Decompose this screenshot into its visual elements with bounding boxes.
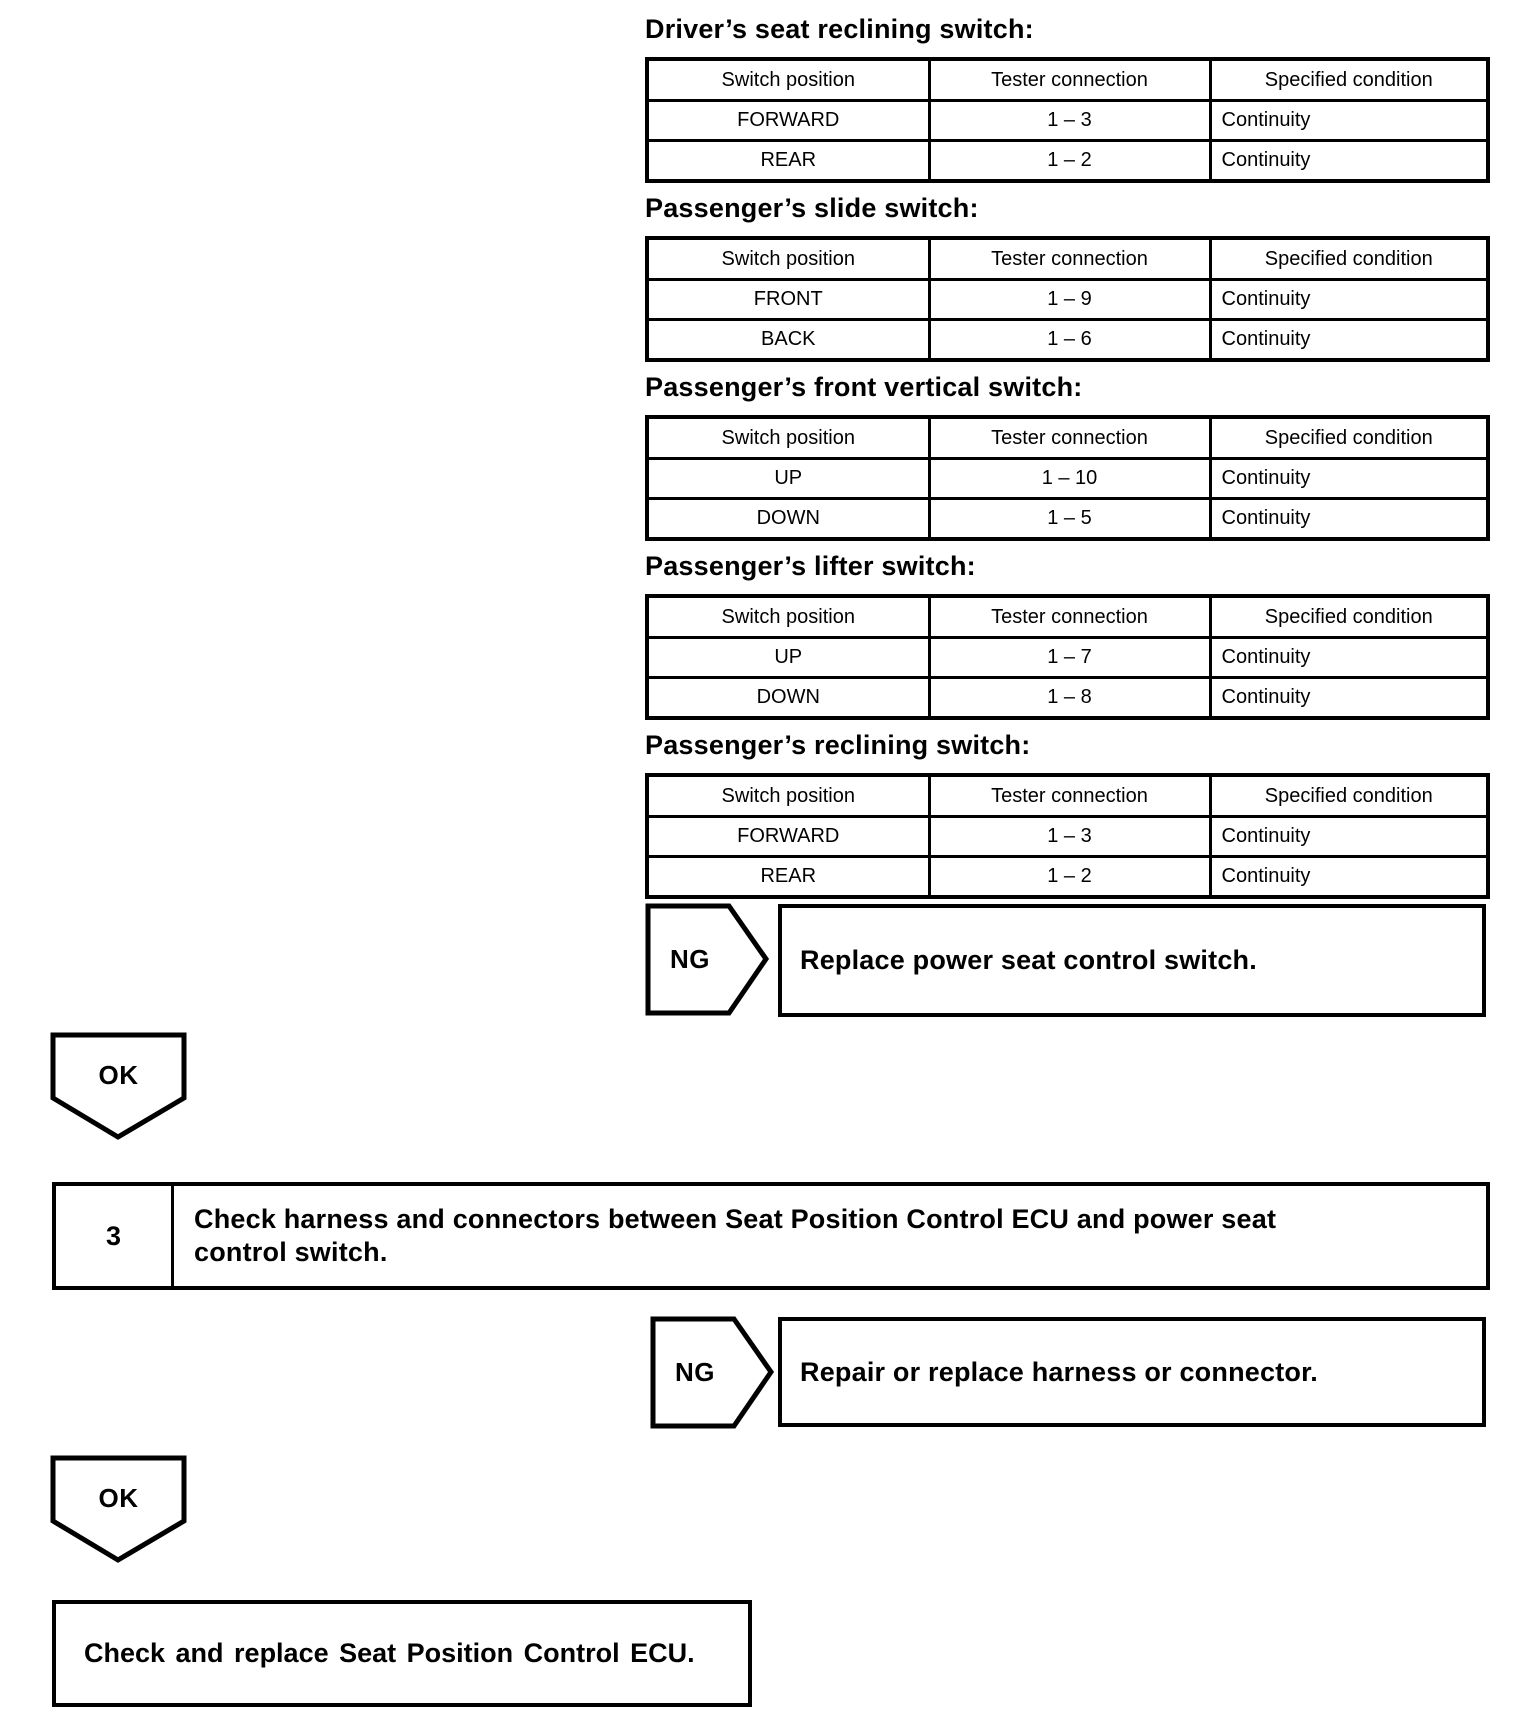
table-title: Passenger’s reclining switch: [645, 730, 1031, 760]
specified-condition-cell: Continuity [1208, 318, 1490, 362]
action-text: Replace power seat control switch. [800, 945, 1257, 975]
ok-pentagon-icon [50, 1455, 187, 1563]
action-text: Repair or replace harness or connector. [800, 1356, 1318, 1387]
switch-position-cell: UP [645, 636, 931, 679]
tester-connection-cell: 1 – 8 [927, 676, 1212, 720]
switch-table-section: Passenger’s slide switch: Switch position… [645, 193, 1490, 362]
column-header: Switch position [645, 236, 931, 281]
column-header: Specified condition [1208, 57, 1490, 102]
specified-condition-cell: Continuity [1208, 676, 1490, 720]
switch-position-cell: FRONT [645, 278, 931, 321]
switch-tables-region: Driver’s seat reclining switch: Switch po… [645, 14, 1490, 909]
switch-position-cell: DOWN [645, 497, 931, 541]
switch-table-section: Passenger’s lifter switch: Switch positio… [645, 551, 1490, 720]
step-instruction: Check harness and connectors between Sea… [194, 1204, 1277, 1267]
switch-position-cell: UP [645, 457, 931, 500]
column-header: Tester connection [927, 415, 1212, 460]
ng-pentagon-icon [650, 1316, 774, 1429]
result-text: Check and replace Seat Position Control … [84, 1638, 695, 1668]
column-header: Switch position [645, 415, 931, 460]
column-header: Switch position [645, 773, 931, 818]
column-header: Specified condition [1208, 594, 1490, 639]
tester-connection-cell: 1 – 2 [927, 139, 1212, 183]
switch-position-cell: REAR [645, 139, 931, 183]
tester-connection-cell: 1 – 5 [927, 497, 1212, 541]
column-header: Tester connection [927, 594, 1212, 639]
ok-connector-2: OK [50, 1455, 187, 1563]
table-title: Passenger’s slide switch: [645, 193, 979, 223]
tester-connection-cell: 1 – 9 [927, 278, 1212, 321]
ng-connector-1: NG [645, 903, 769, 1016]
specified-condition-cell: Continuity [1208, 278, 1490, 321]
column-header: Specified condition [1208, 415, 1490, 460]
tester-connection-cell: 1 – 2 [927, 855, 1212, 899]
step-number: 3 [56, 1186, 174, 1286]
switch-position-cell: REAR [645, 855, 931, 899]
table-title: Passenger’s lifter switch: [645, 551, 976, 581]
column-header: Tester connection [927, 236, 1212, 281]
specified-condition-cell: Continuity [1208, 99, 1490, 142]
ng-connector-2: NG [650, 1316, 774, 1429]
step-box-3: 3 Check harness and connectors between S… [52, 1182, 1490, 1290]
table-title: Driver’s seat reclining switch: [645, 14, 1034, 44]
switch-table-section: Passenger’s front vertical switch: Switch… [645, 372, 1490, 541]
switch-position-cell: FORWARD [645, 99, 931, 142]
column-header: Specified condition [1208, 236, 1490, 281]
ok-pentagon-icon [50, 1032, 187, 1140]
result-box-replace-ecu: Check and replace Seat Position Control … [52, 1600, 752, 1707]
specified-condition-cell: Continuity [1208, 457, 1490, 500]
specified-condition-cell: Continuity [1208, 497, 1490, 541]
column-header: Tester connection [927, 773, 1212, 818]
tester-connection-cell: 1 – 3 [927, 815, 1212, 858]
specified-condition-cell: Continuity [1208, 855, 1490, 899]
ng-pentagon-icon [645, 903, 769, 1016]
action-box-replace-switch: Replace power seat control switch. [778, 904, 1486, 1017]
specified-condition-cell: Continuity [1208, 139, 1490, 183]
tester-connection-cell: 1 – 6 [927, 318, 1212, 362]
tester-connection-cell: 1 – 7 [927, 636, 1212, 679]
column-header: Switch position [645, 57, 931, 102]
table-title: Passenger’s front vertical switch: [645, 372, 1083, 402]
ok-connector-1: OK [50, 1032, 187, 1140]
switch-table-section: Driver’s seat reclining switch: Switch po… [645, 14, 1490, 183]
switch-position-cell: DOWN [645, 676, 931, 720]
column-header: Specified condition [1208, 773, 1490, 818]
column-header: Switch position [645, 594, 931, 639]
specified-condition-cell: Continuity [1208, 815, 1490, 858]
column-header: Tester connection [927, 57, 1212, 102]
specified-condition-cell: Continuity [1208, 636, 1490, 679]
switch-position-cell: FORWARD [645, 815, 931, 858]
switch-table-section: Passenger’s reclining switch: Switch posi… [645, 730, 1490, 899]
switch-position-cell: BACK [645, 318, 931, 362]
action-box-repair-harness: Repair or replace harness or connector. [778, 1317, 1486, 1427]
tester-connection-cell: 1 – 3 [927, 99, 1212, 142]
tester-connection-cell: 1 – 10 [927, 457, 1212, 500]
